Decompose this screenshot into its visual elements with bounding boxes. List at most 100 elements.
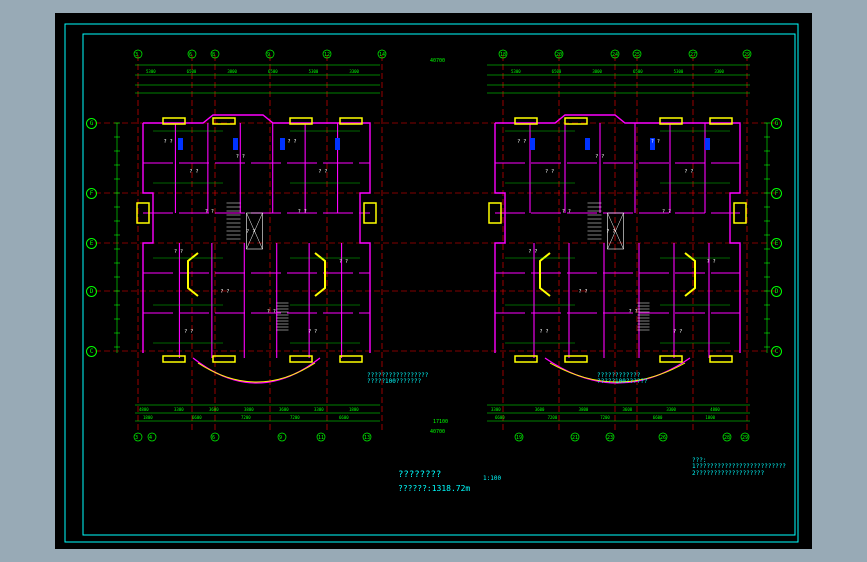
- dimension-text: 3300: [714, 69, 724, 74]
- dimension-text: 6500: [187, 69, 197, 74]
- fixture: [178, 138, 183, 150]
- axis-bubble-top: [187, 49, 197, 59]
- axis-bubble-right-3: D: [771, 286, 782, 297]
- room-label: ? ?: [579, 289, 588, 295]
- left-plan-note-1: ?????????????????: [367, 372, 429, 379]
- room-label: ? ?: [339, 259, 348, 265]
- axis-label-bottom: 19: [516, 435, 522, 441]
- fixture: [650, 138, 655, 150]
- axis-label-bottom: 26: [660, 435, 666, 441]
- axis-label-bottom: 6: [212, 435, 215, 441]
- room-label: ? ?: [629, 309, 638, 315]
- dimension-text: 7200: [600, 415, 610, 420]
- window: [339, 117, 363, 125]
- drawing-title: ????????: [398, 470, 442, 480]
- room-label: ? ?: [205, 209, 214, 215]
- window: [339, 355, 363, 363]
- elevator-cross: [607, 212, 624, 250]
- window: [289, 117, 313, 125]
- curved-balcony: [544, 357, 691, 384]
- room-label: ? ?: [236, 154, 245, 160]
- curved-balcony-rail: [549, 362, 686, 383]
- right-plan-note-2: ?????100??????: [597, 378, 648, 385]
- right-plan-note-1: ????????????: [597, 372, 641, 379]
- room-label: ? ?: [189, 169, 198, 175]
- axis-label-top: 18: [500, 52, 506, 58]
- dimension-text: 1800: [349, 407, 359, 412]
- axis-bubble-bottom: [316, 432, 326, 442]
- axis-bubble-right-1: F: [771, 188, 782, 199]
- axis-bubble-bottom: [722, 432, 732, 442]
- fixture: [530, 138, 535, 150]
- axis-label-bottom: 3: [135, 435, 138, 441]
- axis-label-top: 14: [379, 52, 385, 58]
- dimension-text: 6600: [653, 415, 663, 420]
- room-label: ? ?: [528, 249, 537, 255]
- axis-bubble-top: [688, 49, 698, 59]
- axis-bubble-bottom: [133, 432, 143, 442]
- axis-label-bottom: 29: [742, 435, 748, 441]
- axis-bubble-top: [265, 49, 275, 59]
- exterior-wall: [142, 123, 154, 353]
- room-label: ? ?: [707, 259, 716, 265]
- axis-label-bottom: 23: [607, 435, 613, 441]
- dimension-text: 3300: [349, 69, 359, 74]
- dimension-text: 3800: [592, 69, 602, 74]
- axis-bubble-left-1: F: [86, 188, 97, 199]
- dimension-text: 3300: [491, 407, 501, 412]
- window: [212, 117, 236, 125]
- axis-label-top: 6: [189, 52, 192, 58]
- axis-bubble-top: [610, 49, 620, 59]
- dimension-text: 6500: [552, 69, 562, 74]
- dimension-text: 3300: [174, 407, 184, 412]
- fixture: [705, 138, 710, 150]
- axis-label-top: 9: [267, 52, 270, 58]
- axis-bubble-bottom: [210, 432, 220, 442]
- axis-bubble-top: [322, 49, 332, 59]
- window: [514, 355, 538, 363]
- exterior-wall: [143, 114, 371, 353]
- axis-label-bottom: 21: [572, 435, 578, 441]
- fixture: [585, 138, 590, 150]
- axis-bubble-bottom: [514, 432, 524, 442]
- axis-label-top: 20: [556, 52, 562, 58]
- elevator-cross: [246, 212, 263, 250]
- axis-bubble-left-0: G: [86, 118, 97, 129]
- room-label: ? ?: [220, 289, 229, 295]
- axis-bubble-right-0: G: [771, 118, 782, 129]
- axis-bubble-left-4: C: [86, 346, 97, 357]
- notes-line-2: 2???????????????????: [692, 470, 765, 477]
- fixture: [233, 138, 238, 150]
- room-label: ? ?: [684, 169, 693, 175]
- axis-bubble-right-4: C: [771, 346, 782, 357]
- exterior-wall: [494, 123, 506, 353]
- axis-bubble-left-3: D: [86, 286, 97, 297]
- dimension-text: 3600: [623, 407, 633, 412]
- axis-label-top: 12: [324, 52, 330, 58]
- window: [289, 355, 313, 363]
- fixture: [280, 138, 285, 150]
- dimension-text: 3800: [244, 407, 254, 412]
- room-label: ? ?: [164, 139, 173, 145]
- room-label: ? ?: [174, 249, 183, 255]
- dimension-text: 6600: [192, 415, 202, 420]
- window: [564, 355, 588, 363]
- room-label: ? ?: [606, 229, 615, 235]
- axis-bubble-bottom: [605, 432, 615, 442]
- axis-bubble-left-2: E: [86, 238, 97, 249]
- window: [488, 202, 502, 224]
- axis-bubble-top: [632, 49, 642, 59]
- window: [514, 117, 538, 125]
- axis-label-top: 24: [612, 52, 618, 58]
- inner-frame: [82, 33, 796, 536]
- axis-bubble-bottom: [570, 432, 580, 442]
- dimension-text: 5300: [511, 69, 521, 74]
- dimension-text: 4800: [139, 407, 149, 412]
- dimension-text: 1800: [143, 415, 153, 420]
- axis-bubble-bottom: [277, 432, 287, 442]
- axis-label-top: 29: [744, 52, 750, 58]
- fixture: [335, 138, 340, 150]
